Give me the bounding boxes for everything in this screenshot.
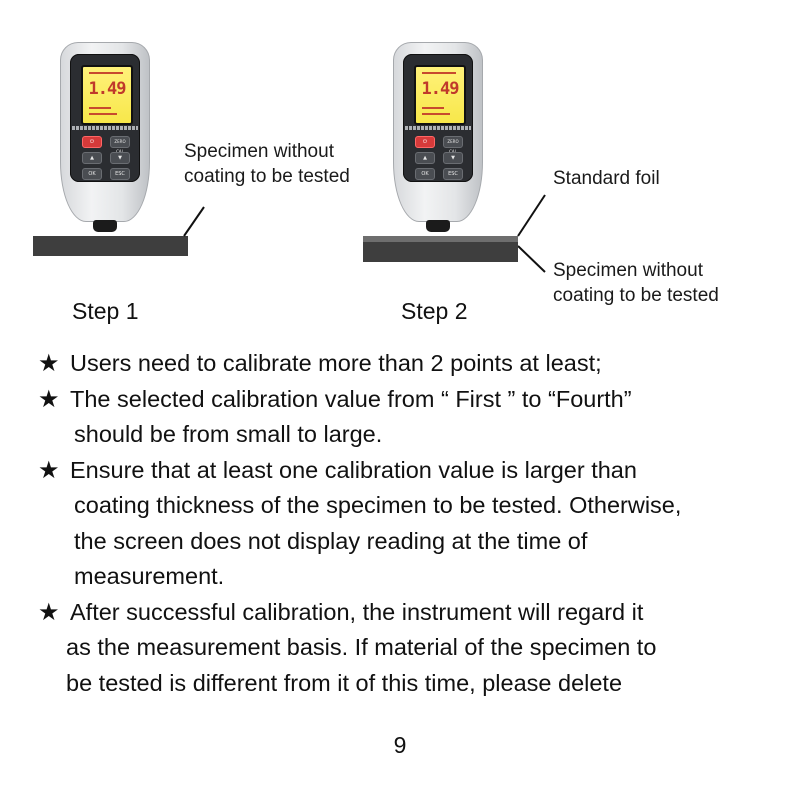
zero-cal-button: ZERO CAL <box>110 136 130 154</box>
gauge-screen: 1.49 <box>414 65 466 125</box>
gauge-face: 1.49 ⏻ ZERO CAL ▲ ▼ OK ESC <box>403 54 473 182</box>
note-line: be tested is different from it of this t… <box>66 669 623 696</box>
gauge-probe <box>93 220 117 232</box>
gauge-readout: 1.49 <box>88 79 127 99</box>
down-button: ▼ <box>443 152 463 164</box>
star-icon: ★ <box>38 597 60 626</box>
note-item: ★ Ensure that at least one calibration v… <box>38 453 768 595</box>
specimen-plate-step2 <box>363 242 518 262</box>
gauge-brand-text <box>72 126 138 130</box>
specimen-plate-step1 <box>33 236 188 256</box>
gauge-screen: 1.49 <box>81 65 133 125</box>
ok-button: OK <box>415 168 435 180</box>
callout-step1-line2: coating to be tested <box>184 166 350 187</box>
foil-label: Standard foil <box>553 168 660 189</box>
page-number: 9 <box>393 732 407 758</box>
note-line: The selected calibration value from “ Fi… <box>70 385 632 412</box>
gauge-probe <box>426 220 450 232</box>
star-icon: ★ <box>38 349 60 377</box>
gauge-step2: 1.49 ⏻ ZERO CAL ▲ ▼ OK ESC <box>393 42 483 238</box>
note-line: Ensure that at least one calibration val… <box>70 456 637 483</box>
gauge-readout: 1.49 <box>421 79 460 99</box>
down-button: ▼ <box>110 152 130 164</box>
note-line: Users need to calibrate more than 2 poin… <box>70 350 602 376</box>
star-icon: ★ <box>38 455 60 484</box>
zero-cal-button: ZERO CAL <box>443 136 463 154</box>
note-line: should be from small to large. <box>74 421 383 447</box>
callout-step1-line1: Specimen without <box>184 141 334 162</box>
note-line: the screen does not display reading at t… <box>74 527 588 554</box>
up-button: ▲ <box>82 152 102 164</box>
callout-step1: Specimen without coating to be tested <box>184 139 350 189</box>
note-item: ★ The selected calibration value from “ … <box>38 382 768 453</box>
up-button: ▲ <box>415 152 435 164</box>
esc-button: ESC <box>110 168 130 180</box>
step2-label: Step 2 <box>401 298 468 324</box>
ok-button: OK <box>82 168 102 180</box>
power-button: ⏻ <box>415 136 435 148</box>
standard-foil <box>363 236 518 242</box>
note-line: coating thickness of the specimen to be … <box>74 492 682 518</box>
gauge-face: 1.49 ⏻ ZERO CAL ▲ ▼ OK ESC <box>70 54 140 182</box>
calibration-notes: ★ Users need to calibrate more than 2 po… <box>38 346 768 701</box>
callout-step2-line1: Specimen without <box>553 260 703 281</box>
gauge-brand-text <box>405 126 471 130</box>
callout-step2: Specimen without coating to be tested <box>553 258 719 308</box>
note-line: as the measurement basis. If material of… <box>66 634 657 660</box>
star-icon: ★ <box>38 384 60 413</box>
note-item: ★ After successful calibration, the inst… <box>38 595 768 702</box>
note-line: measurement. <box>74 563 225 589</box>
callout-step2-line2: coating to be tested <box>553 285 719 306</box>
esc-button: ESC <box>443 168 463 180</box>
gauge-step1: 1.49 ⏻ ZERO CAL ▲ ▼ OK ESC <box>60 42 150 238</box>
note-item: ★ Users need to calibrate more than 2 po… <box>38 346 768 382</box>
note-line: After successful calibration, the instru… <box>70 598 644 625</box>
power-button: ⏻ <box>82 136 102 148</box>
step1-label: Step 1 <box>72 298 139 324</box>
